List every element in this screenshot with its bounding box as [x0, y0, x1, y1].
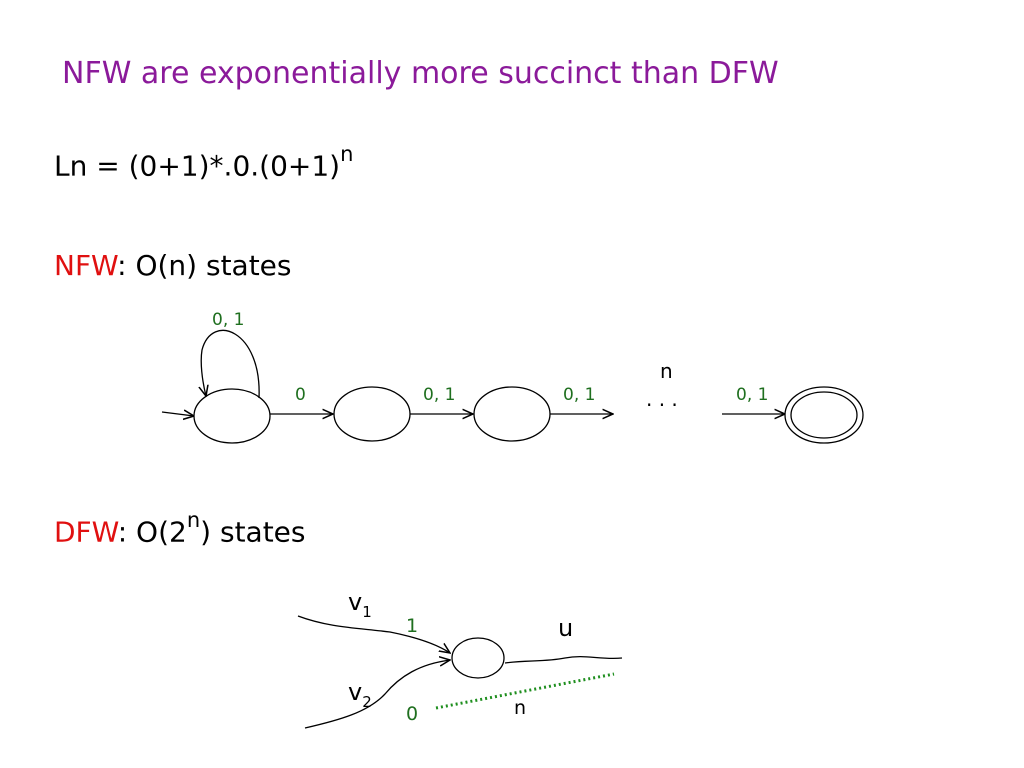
- nfw-state: [473, 386, 551, 442]
- nfw-state: [333, 386, 411, 442]
- slide-title: NFW are exponentially more succinct than…: [62, 56, 779, 91]
- nfw-state-initial: [193, 388, 271, 444]
- language-exponent: n: [340, 142, 354, 166]
- edge-label-0: 0: [406, 703, 418, 725]
- v2-subscript: 2: [362, 693, 372, 711]
- dfw-label: DFW: [54, 515, 118, 549]
- chain-length-label: n: [660, 359, 673, 383]
- language-expression: Ln = (0+1)*.0.(0+1): [54, 149, 341, 183]
- v1-base: v: [348, 588, 362, 616]
- nfw-automaton: 0, 1 0 0, 1 0, 1 n . . . 0, 1: [161, 310, 864, 444]
- initial-arrow: [161, 412, 194, 416]
- u-label: u: [558, 614, 573, 642]
- incoming-path-v2: [304, 660, 450, 729]
- dfw-complexity-suffix: ) states: [200, 515, 306, 549]
- loop-label: 0, 1: [212, 310, 244, 330]
- transition-label: 0, 1: [563, 385, 595, 405]
- nfw-heading: NFW: O(n) states: [54, 249, 292, 282]
- self-loop-arrow: [201, 330, 260, 399]
- nfw-complexity: : O(n) states: [117, 249, 292, 282]
- v1-label: v1: [348, 588, 372, 621]
- edge-label-1: 1: [406, 615, 418, 637]
- outgoing-path-u: [504, 655, 623, 664]
- v1-subscript: 1: [362, 603, 372, 621]
- incoming-path-v1: [297, 615, 450, 653]
- dfw-exponent: n: [186, 508, 201, 532]
- transition-label: 0, 1: [423, 385, 455, 405]
- v2-base: v: [348, 678, 362, 706]
- ellipsis: . . .: [646, 387, 678, 411]
- transition-label: 0: [295, 385, 306, 405]
- nfw-label: NFW: [54, 249, 118, 282]
- accepting-state-inner: [790, 391, 858, 439]
- dfw-sketch: v1 v2 1 0 u n: [297, 588, 623, 729]
- v2-label: v2: [348, 678, 372, 711]
- dfw-heading: DFW: O(2n) states: [54, 508, 306, 549]
- dotted-path-n: [435, 672, 615, 710]
- n-label: n: [514, 697, 526, 719]
- dfw-state: [451, 637, 505, 679]
- transition-label: 0, 1: [736, 385, 768, 405]
- language-definition: Ln = (0+1)*.0.(0+1)n: [54, 142, 353, 183]
- dfw-complexity-prefix: : O(2: [117, 515, 187, 549]
